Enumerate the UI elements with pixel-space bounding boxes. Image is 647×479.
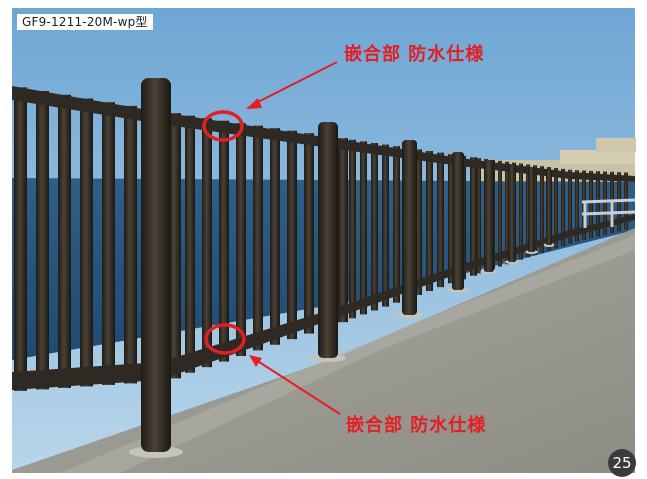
baluster	[519, 163, 523, 260]
baluster	[540, 166, 544, 253]
baluster	[561, 168, 565, 246]
railing-posts	[129, 78, 555, 458]
railing-balusters	[14, 87, 628, 391]
annotations	[202, 61, 341, 415]
baluster	[448, 154, 455, 284]
baluster	[575, 170, 579, 242]
baluster	[287, 130, 297, 340]
callout-top-text: 嵌合部 防水仕様	[344, 44, 485, 65]
baluster	[236, 123, 246, 356]
fence-post	[528, 168, 535, 252]
callout-arrow-top	[251, 61, 338, 106]
fence-post	[141, 78, 171, 452]
fence-post	[546, 170, 552, 245]
baluster	[470, 157, 477, 276]
fence-post	[402, 140, 417, 315]
log-railing	[12, 78, 636, 458]
baluster	[360, 141, 367, 315]
baluster	[349, 139, 356, 319]
baluster	[393, 146, 400, 303]
baluster	[219, 120, 229, 362]
baluster	[253, 125, 263, 351]
joint-highlight-circle-bottom	[204, 323, 246, 355]
baluster	[382, 144, 389, 307]
baluster	[185, 115, 195, 373]
baluster	[603, 171, 607, 235]
baluster	[505, 161, 509, 265]
baluster	[477, 158, 481, 274]
baluster	[498, 160, 502, 267]
baluster	[124, 105, 137, 384]
baluster	[202, 118, 212, 368]
baluster	[437, 152, 444, 288]
baluster	[589, 170, 593, 239]
baluster	[80, 98, 93, 387]
fence-post	[318, 122, 338, 358]
baluster	[568, 169, 572, 244]
fence-post	[452, 152, 464, 290]
pavement	[12, 228, 635, 473]
callout-arrow-bottom	[255, 359, 341, 415]
baluster	[338, 138, 348, 323]
baluster	[14, 87, 27, 391]
callout-bottom-text: 嵌合部 防水仕様	[346, 415, 487, 436]
top-rail	[12, 86, 635, 182]
baluster	[168, 113, 181, 379]
baluster	[371, 142, 378, 311]
joint-highlight-circle-top	[202, 110, 244, 142]
bottom-rail	[12, 214, 635, 390]
baluster	[596, 171, 600, 237]
baluster	[36, 91, 49, 390]
page-number-badge: 25	[608, 449, 636, 477]
fence-post	[508, 164, 516, 262]
baluster	[58, 94, 71, 388]
baluster	[270, 128, 280, 345]
baluster	[304, 133, 314, 334]
baluster	[426, 151, 433, 292]
baluster	[554, 167, 558, 249]
model-label: GF9-1211-20M-wp型	[17, 14, 153, 30]
fence-post	[484, 160, 494, 272]
baluster	[415, 149, 422, 295]
baluster	[102, 102, 115, 385]
